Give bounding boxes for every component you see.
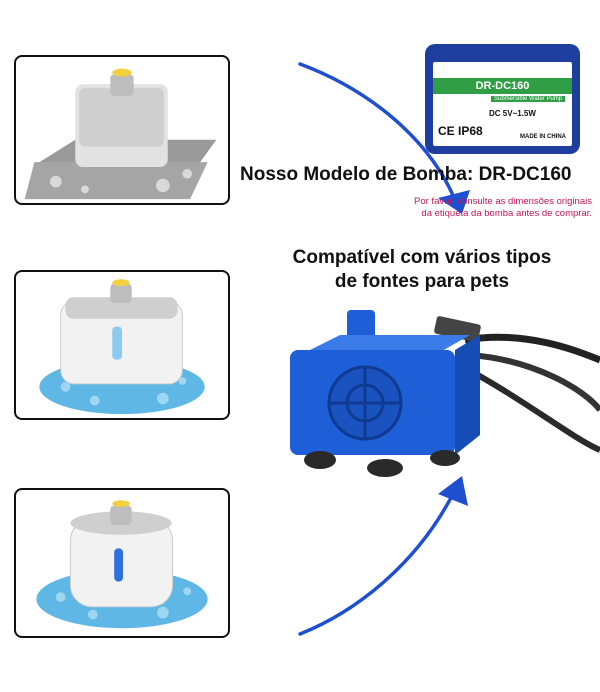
compat-line-2: de fontes para pets <box>334 271 510 292</box>
water-pump-image <box>290 310 600 477</box>
label-marks-text: CE IP68 <box>438 124 483 138</box>
pump-foot <box>304 451 336 469</box>
product-card-square-fountain <box>14 55 230 205</box>
pump-model-title: Nosso Modelo de Bomba: DR-DC160 <box>240 164 572 185</box>
label-made-text: MADE IN CHINA <box>520 134 566 140</box>
pump-label-photo: DR-DC160 Submersible Water Pump DC 5V~1.… <box>425 44 580 154</box>
product-card-rect-fountain <box>14 270 230 420</box>
notice-text: Por favor, consulte as dimensões origina… <box>352 196 592 220</box>
round-fountain-image <box>36 500 208 629</box>
compat-line-1: Compatível com vários tipos <box>292 247 552 268</box>
notice-line-1: Por favor, consulte as dimensões origina… <box>414 196 592 207</box>
pump-label-sticker: DR-DC160 Submersible Water Pump DC 5V~1.… <box>433 62 572 146</box>
pump-cable <box>464 333 600 364</box>
rect-fountain-image <box>39 279 205 415</box>
product-card-round-fountain <box>14 488 230 638</box>
label-model-text: DR-DC160 <box>433 78 572 94</box>
label-spec-text: DC 5V~1.5W <box>489 109 536 118</box>
arrow-to-pump-line <box>298 488 457 636</box>
compatibility-heading: Compatível com vários tipos de fontes pa… <box>262 246 582 294</box>
notice-line-2: da etiqueta da bomba antes de comprar. <box>421 208 592 219</box>
label-subtitle-text: Submersible Water Pump <box>491 96 566 102</box>
square-fountain-image <box>24 68 217 200</box>
